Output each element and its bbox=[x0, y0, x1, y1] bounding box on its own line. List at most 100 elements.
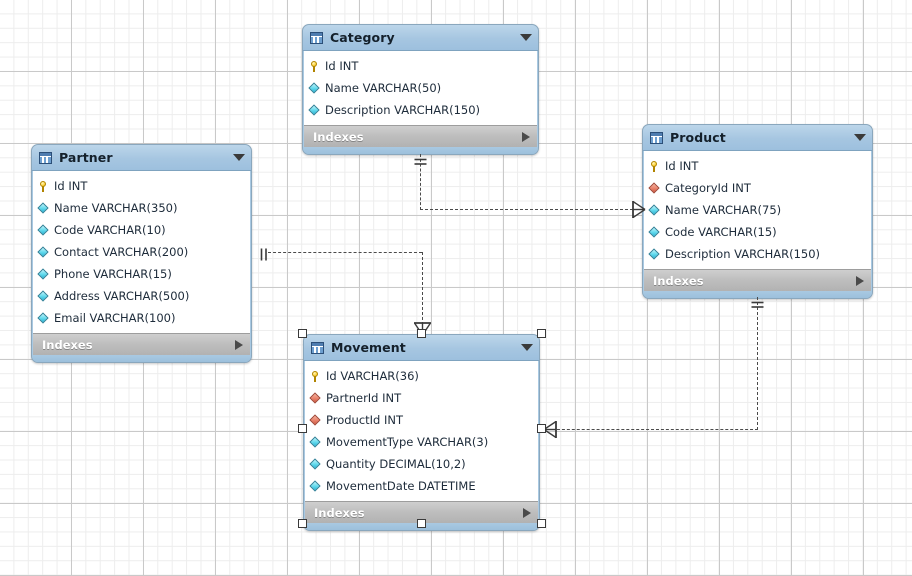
indexes-section-movement[interactable]: Indexes bbox=[305, 501, 538, 523]
cardinality-one-product bbox=[751, 296, 764, 308]
indexes-label: Indexes bbox=[42, 337, 93, 352]
column-diamond-icon bbox=[38, 202, 51, 215]
resize-handle-middle-right[interactable] bbox=[537, 424, 546, 433]
column-label: Description VARCHAR(150) bbox=[325, 102, 481, 117]
column-diamond-icon bbox=[649, 248, 662, 261]
column-row[interactable]: Address VARCHAR(500) bbox=[33, 285, 250, 307]
column-label: Name VARCHAR(350) bbox=[54, 200, 178, 215]
column-label: Id INT bbox=[54, 178, 88, 193]
indexes-section-category[interactable]: Indexes bbox=[304, 125, 537, 147]
column-label: Code VARCHAR(10) bbox=[54, 222, 166, 237]
entity-title: Movement bbox=[331, 340, 406, 355]
primary-key-icon bbox=[38, 180, 51, 193]
entity-header-movement[interactable]: Movement bbox=[304, 335, 539, 361]
column-diamond-icon bbox=[38, 312, 51, 325]
chevron-right-icon[interactable] bbox=[235, 339, 243, 350]
column-row[interactable]: Code VARCHAR(10) bbox=[33, 219, 250, 241]
resize-handle-top-center[interactable] bbox=[417, 329, 426, 338]
entity-columns-category: Id INT Name VARCHAR(50) Description VARC… bbox=[304, 51, 537, 125]
chevron-right-icon[interactable] bbox=[522, 131, 530, 142]
indexes-label: Indexes bbox=[653, 273, 704, 288]
cardinality-one-category bbox=[414, 153, 427, 165]
column-label: Id INT bbox=[665, 158, 699, 173]
connector-segment-vertical bbox=[420, 154, 421, 210]
entity-header-product[interactable]: Product bbox=[643, 125, 872, 151]
resize-handle-bottom-left[interactable] bbox=[298, 519, 307, 528]
entity-header-category[interactable]: Category bbox=[303, 25, 538, 51]
entity-title: Product bbox=[670, 130, 726, 145]
entity-table-category[interactable]: Category Id INT Name VARCHAR(50) Descrip… bbox=[302, 24, 539, 155]
foreign-key-diamond-icon bbox=[310, 414, 323, 427]
chevron-down-icon[interactable] bbox=[521, 344, 533, 351]
resize-handle-middle-left[interactable] bbox=[298, 424, 307, 433]
column-label: Code VARCHAR(15) bbox=[665, 224, 777, 239]
column-row[interactable]: MovementDate DATETIME bbox=[305, 475, 538, 497]
column-row[interactable]: Id VARCHAR(36) bbox=[305, 365, 538, 387]
entity-columns-product: Id INT CategoryId INT Name VARCHAR(75) C… bbox=[644, 151, 871, 269]
column-diamond-icon bbox=[310, 480, 323, 493]
column-row[interactable]: CategoryId INT bbox=[644, 177, 871, 199]
column-row[interactable]: ProductId INT bbox=[305, 409, 538, 431]
column-row[interactable]: Quantity DECIMAL(10,2) bbox=[305, 453, 538, 475]
column-row[interactable]: Name VARCHAR(75) bbox=[644, 199, 871, 221]
column-row[interactable]: Name VARCHAR(350) bbox=[33, 197, 250, 219]
column-label: Id INT bbox=[325, 58, 359, 73]
column-row[interactable]: Phone VARCHAR(15) bbox=[33, 263, 250, 285]
entity-title: Partner bbox=[59, 150, 113, 165]
column-diamond-icon bbox=[38, 224, 51, 237]
column-diamond-icon bbox=[309, 104, 322, 117]
indexes-section-partner[interactable]: Indexes bbox=[33, 333, 250, 355]
column-row[interactable]: Description VARCHAR(150) bbox=[644, 243, 871, 265]
column-label: Address VARCHAR(500) bbox=[54, 288, 190, 303]
column-row[interactable]: PartnerId INT bbox=[305, 387, 538, 409]
resize-handle-bottom-center[interactable] bbox=[417, 519, 426, 528]
column-diamond-icon bbox=[310, 436, 323, 449]
chevron-down-icon[interactable] bbox=[854, 134, 866, 141]
column-diamond-icon bbox=[649, 226, 662, 239]
column-row[interactable]: Id INT bbox=[33, 175, 250, 197]
foreign-key-diamond-icon bbox=[649, 182, 662, 195]
table-icon bbox=[650, 131, 663, 144]
indexes-label: Indexes bbox=[313, 129, 364, 144]
chevron-down-icon[interactable] bbox=[233, 154, 245, 161]
cardinality-one-partner bbox=[259, 246, 270, 261]
column-diamond-icon bbox=[38, 246, 51, 259]
column-label: PartnerId INT bbox=[326, 390, 402, 405]
column-diamond-icon bbox=[649, 204, 662, 217]
indexes-section-product[interactable]: Indexes bbox=[644, 269, 871, 291]
entity-base bbox=[303, 147, 538, 154]
column-label: Description VARCHAR(150) bbox=[665, 246, 821, 261]
entity-base bbox=[643, 291, 872, 298]
chevron-right-icon[interactable] bbox=[856, 275, 864, 286]
connector-segment-horizontal bbox=[420, 209, 638, 210]
entity-table-product[interactable]: Product Id INT CategoryId INT Name VARCH… bbox=[642, 124, 873, 299]
chevron-right-icon[interactable] bbox=[523, 507, 531, 518]
column-row[interactable]: Id INT bbox=[304, 55, 537, 77]
entity-title: Category bbox=[330, 30, 395, 45]
entity-base bbox=[32, 355, 251, 362]
primary-key-icon bbox=[309, 60, 322, 73]
column-label: Name VARCHAR(75) bbox=[665, 202, 782, 217]
column-row[interactable]: Id INT bbox=[644, 155, 871, 177]
chevron-down-icon[interactable] bbox=[520, 34, 532, 41]
column-label: MovementDate DATETIME bbox=[326, 478, 476, 493]
foreign-key-diamond-icon bbox=[310, 392, 323, 405]
column-row[interactable]: MovementType VARCHAR(3) bbox=[305, 431, 538, 453]
entity-columns-movement: Id VARCHAR(36) PartnerId INT ProductId I… bbox=[305, 361, 538, 501]
resize-handle-bottom-right[interactable] bbox=[537, 519, 546, 528]
column-diamond-icon bbox=[309, 82, 322, 95]
resize-handle-top-right[interactable] bbox=[537, 329, 546, 338]
column-row[interactable]: Description VARCHAR(150) bbox=[304, 99, 537, 121]
column-row[interactable]: Contact VARCHAR(200) bbox=[33, 241, 250, 263]
column-row[interactable]: Name VARCHAR(50) bbox=[304, 77, 537, 99]
column-row[interactable]: Email VARCHAR(100) bbox=[33, 307, 250, 329]
resize-handle-top-left[interactable] bbox=[298, 329, 307, 338]
entity-header-partner[interactable]: Partner bbox=[32, 145, 251, 171]
cardinality-many-movement-right bbox=[543, 419, 561, 440]
entity-table-partner[interactable]: Partner Id INT Name VARCHAR(350) Code VA… bbox=[31, 144, 252, 363]
primary-key-icon bbox=[649, 160, 662, 173]
table-icon bbox=[39, 151, 52, 164]
column-row[interactable]: Code VARCHAR(15) bbox=[644, 221, 871, 243]
entity-table-movement[interactable]: Movement Id VARCHAR(36) PartnerId INT Pr… bbox=[303, 334, 540, 531]
